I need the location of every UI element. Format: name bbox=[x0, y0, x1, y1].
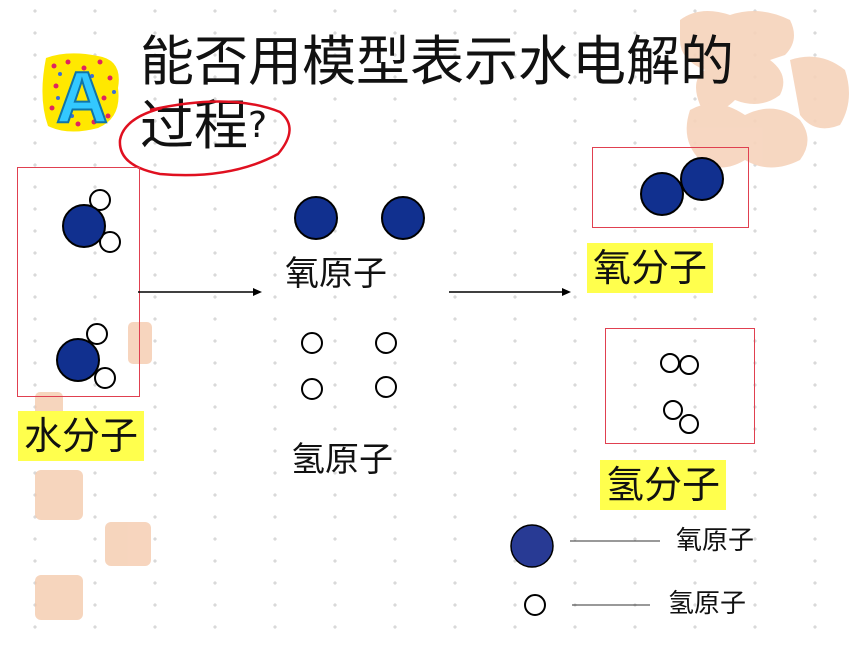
slide-title: 能否用模型表示水电解的 过程? bbox=[140, 30, 790, 158]
oxygen-atom-icon bbox=[381, 196, 425, 240]
water-molecule-2 bbox=[56, 323, 116, 389]
title-line-2: 过程 bbox=[140, 94, 248, 157]
water-molecule-1 bbox=[62, 189, 121, 253]
hydrogen-atoms-diagram bbox=[301, 332, 397, 400]
label-oxygen-molecule: 氧分子 bbox=[587, 243, 714, 293]
water-molecules-box bbox=[17, 167, 140, 397]
oxygen-molecule-box bbox=[592, 147, 749, 228]
oxygen-atom-icon bbox=[56, 338, 100, 382]
label-water-molecule: 水分子 bbox=[18, 411, 145, 461]
legend-hydrogen-atom-icon bbox=[524, 594, 650, 616]
hydrogen-atom-icon bbox=[301, 332, 323, 354]
title-question-mark: ? bbox=[248, 105, 268, 146]
title-line-1: 能否用模型表示水电解的 bbox=[140, 30, 734, 93]
label-hydrogen-molecule: 氢分子 bbox=[600, 460, 727, 510]
water-molecules-diagram bbox=[56, 189, 121, 389]
hydrogen-atom-icon bbox=[301, 378, 323, 400]
badge-letter: A bbox=[56, 58, 108, 138]
oxygen-molecule-diagram bbox=[640, 157, 724, 216]
arrow-1-icon bbox=[138, 288, 262, 296]
label-hydrogen-atoms: 氢原子 bbox=[291, 440, 393, 480]
legend-oxygen-atom-icon bbox=[510, 524, 660, 568]
annotation-circle-icon bbox=[118, 100, 291, 177]
oxygen-atoms-diagram bbox=[294, 196, 425, 240]
hydrogen-atom-icon bbox=[375, 376, 397, 398]
hydrogen-molecule-box bbox=[605, 328, 755, 444]
legend-label-hydrogen-atom: 氢原子 bbox=[668, 589, 747, 619]
label-oxygen-atoms: 氧原子 bbox=[285, 254, 387, 294]
oxygen-atom-icon bbox=[294, 196, 338, 240]
badge-a-icon: A bbox=[42, 53, 119, 139]
legend-label-oxygen-atom: 氧原子 bbox=[676, 526, 755, 556]
arrow-2-icon bbox=[449, 288, 571, 296]
hydrogen-molecules-diagram bbox=[660, 353, 699, 434]
oxygen-atom-icon bbox=[62, 204, 106, 248]
hydrogen-atom-icon bbox=[375, 332, 397, 354]
